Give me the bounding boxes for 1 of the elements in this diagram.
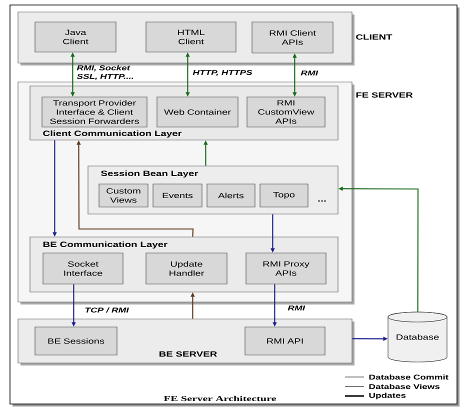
ellipsis: ... — [318, 200, 326, 202]
